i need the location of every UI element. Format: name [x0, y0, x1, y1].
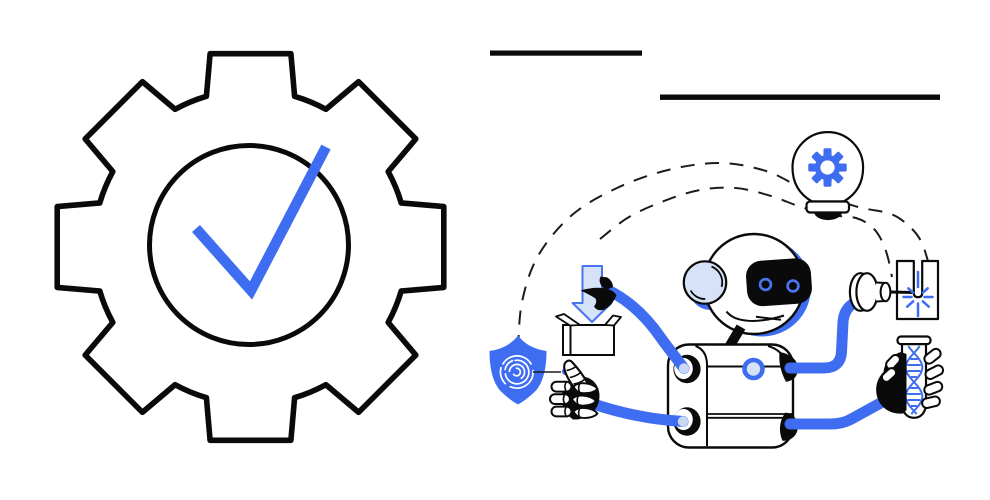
knuckle-crease-1 [564, 382, 567, 392]
arm-lower-left [586, 398, 689, 427]
knuckle-band-2 [549, 393, 571, 406]
robot-ear [682, 260, 728, 305]
robot [586, 232, 892, 449]
tube-finger-band-1 [923, 347, 942, 365]
arm-cap-upper-left [678, 363, 690, 374]
arm-upper-right [784, 297, 860, 374]
shield [489, 335, 547, 405]
gripper-upper-claw [599, 276, 613, 289]
box-flap-right [604, 314, 622, 327]
roll-corner-curve [695, 345, 708, 365]
dna-helix [904, 345, 924, 415]
knuckle-crease-3 [564, 406, 567, 417]
robot-head [682, 232, 812, 337]
gear-check-icon [54, 50, 447, 444]
tool-beam [890, 290, 915, 294]
finger-crease-3 [573, 378, 585, 385]
robot-eye-right [786, 279, 800, 293]
tube-palm [876, 352, 907, 414]
phalanx-crease-3 [577, 408, 581, 418]
fingerprint-arc [512, 367, 522, 377]
check-mark [192, 144, 331, 300]
tube-thumb-band-2 [880, 367, 898, 383]
heading-line-2 [660, 94, 940, 100]
tube-finger-band-3 [923, 380, 944, 396]
dashed-arc-inner [599, 186, 893, 278]
ear-rim-line-2 [689, 290, 706, 300]
spark-ray [907, 287, 915, 294]
bulb-collar [805, 200, 851, 214]
mouth-line [755, 315, 782, 321]
spark-ray [921, 287, 929, 294]
spark-burst [902, 287, 934, 318]
robot-body [666, 343, 798, 449]
pointing-hand [549, 359, 600, 420]
knuckle-band-1 [550, 380, 573, 393]
fingerprint-arc [504, 359, 514, 371]
tube-thumb-band-1 [885, 353, 901, 371]
tube-rim [896, 335, 932, 346]
tube-finger-band-4 [921, 395, 941, 409]
knuckle-band-3 [550, 405, 573, 418]
spark-ray [905, 300, 915, 308]
fingerprint-arc [499, 366, 507, 385]
belly-ring [742, 357, 765, 381]
tube-hand [876, 347, 945, 414]
box-flap-left [555, 313, 581, 327]
welding-tool-icon [848, 272, 915, 312]
dna-strand-2 [904, 345, 924, 415]
fingerprint-arc [502, 355, 532, 365]
spark-ray [921, 300, 931, 308]
arm-lower-right [784, 394, 892, 430]
download-box-icon [555, 265, 622, 356]
gripper-hand [580, 276, 617, 311]
robot-eye-left [758, 277, 773, 292]
heading-line-1 [490, 50, 642, 56]
gear-inner-circle [147, 143, 351, 347]
ear-rim-line [711, 265, 724, 288]
robot-visor [746, 258, 812, 307]
fingerprint-arc [509, 369, 534, 390]
tube-finger-band-2 [924, 364, 945, 381]
tool-hub-face [879, 281, 892, 303]
bulb-gear-hole [820, 160, 835, 175]
dna-strand-1 [904, 345, 924, 415]
phalanx-crease-1 [577, 383, 581, 393]
gripper-lower-claw [580, 287, 617, 311]
phalanx-crease-2 [576, 396, 579, 405]
dashed-arc-outer [517, 161, 929, 350]
tool-disc-front [855, 272, 879, 312]
shield-fingerprint-icon [489, 335, 547, 405]
chin-seam [725, 310, 785, 322]
fingerprint-arc [508, 363, 526, 380]
bulb-base-dome [814, 212, 843, 221]
finger-crease-2 [569, 372, 581, 379]
arm-cap-lower-left [677, 416, 689, 427]
arm-upper-left [602, 284, 690, 374]
idea-bulb-icon [791, 131, 865, 221]
fingerprint-arc [504, 359, 530, 385]
knuckle-crease-2 [562, 394, 566, 404]
finger-crease-1 [566, 365, 577, 372]
